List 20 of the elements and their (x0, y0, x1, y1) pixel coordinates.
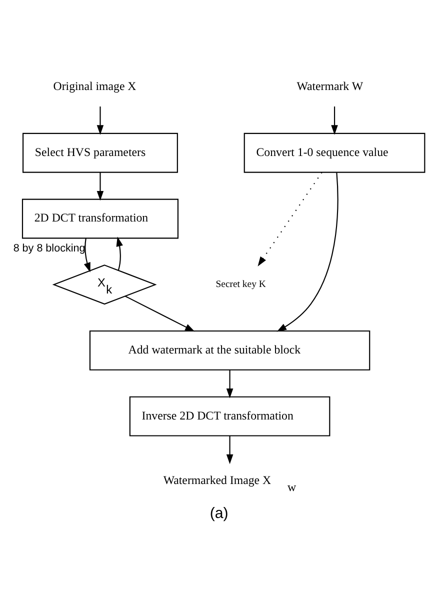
arrow (226, 435, 233, 464)
arrow (124, 295, 194, 332)
arrow (257, 172, 322, 266)
node-box: Select HVS parameters (22, 132, 178, 172)
arrow (116, 236, 122, 270)
node-box: Inverse 2D DCT transformation (128, 396, 330, 436)
caption: (a) (209, 504, 228, 522)
arrow (96, 172, 104, 200)
node-text: Secret key K (215, 278, 266, 290)
node-text: Original image X (52, 78, 136, 93)
arrow (276, 172, 338, 332)
arrow (96, 106, 104, 134)
arrow (330, 106, 338, 134)
edge-label: 8 by 8 blocking (12, 242, 85, 254)
arrow (83, 238, 90, 272)
node-box: Convert 1-0 sequence value (243, 132, 425, 172)
arrow (226, 369, 233, 398)
node-box: 2D DCT transformation (21, 198, 178, 238)
node-box: Add watermark at the suitable block (88, 330, 370, 370)
node-text: Watermark W (296, 78, 363, 93)
